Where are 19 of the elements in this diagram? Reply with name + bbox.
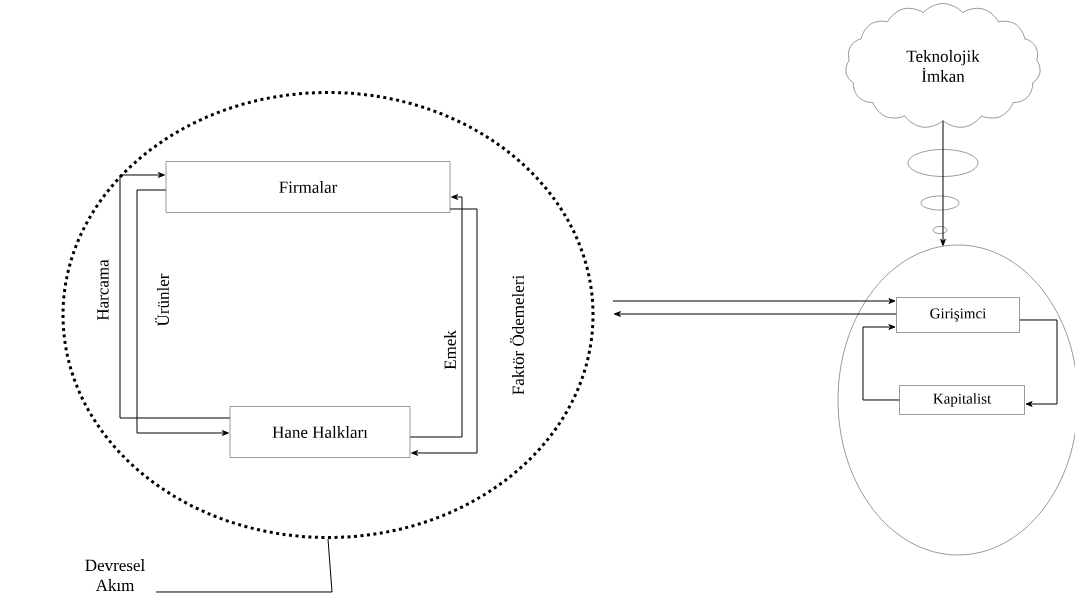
process-box: Girişimci [896,297,1020,333]
arrow [119,172,231,419]
edge-label: Emek [443,329,457,371]
arrow [613,311,897,317]
arrow [1019,319,1058,407]
process-box: Hane Halkları [229,406,411,458]
arrow [612,298,896,304]
edge-label: Harcama [96,258,110,322]
arrow [940,120,946,246]
arrow [862,324,900,401]
process-box: Kapitalist [899,385,1025,415]
arrow [411,208,478,456]
arrow [136,189,229,436]
edge-label: Ürünler [154,272,170,328]
edge-label: Faktör Ödemeleri [509,273,525,397]
callout-text: Devresel Akım [85,559,145,591]
leader-line [155,538,333,593]
process-box: Firmalar [165,161,451,213]
arrow [409,194,463,438]
